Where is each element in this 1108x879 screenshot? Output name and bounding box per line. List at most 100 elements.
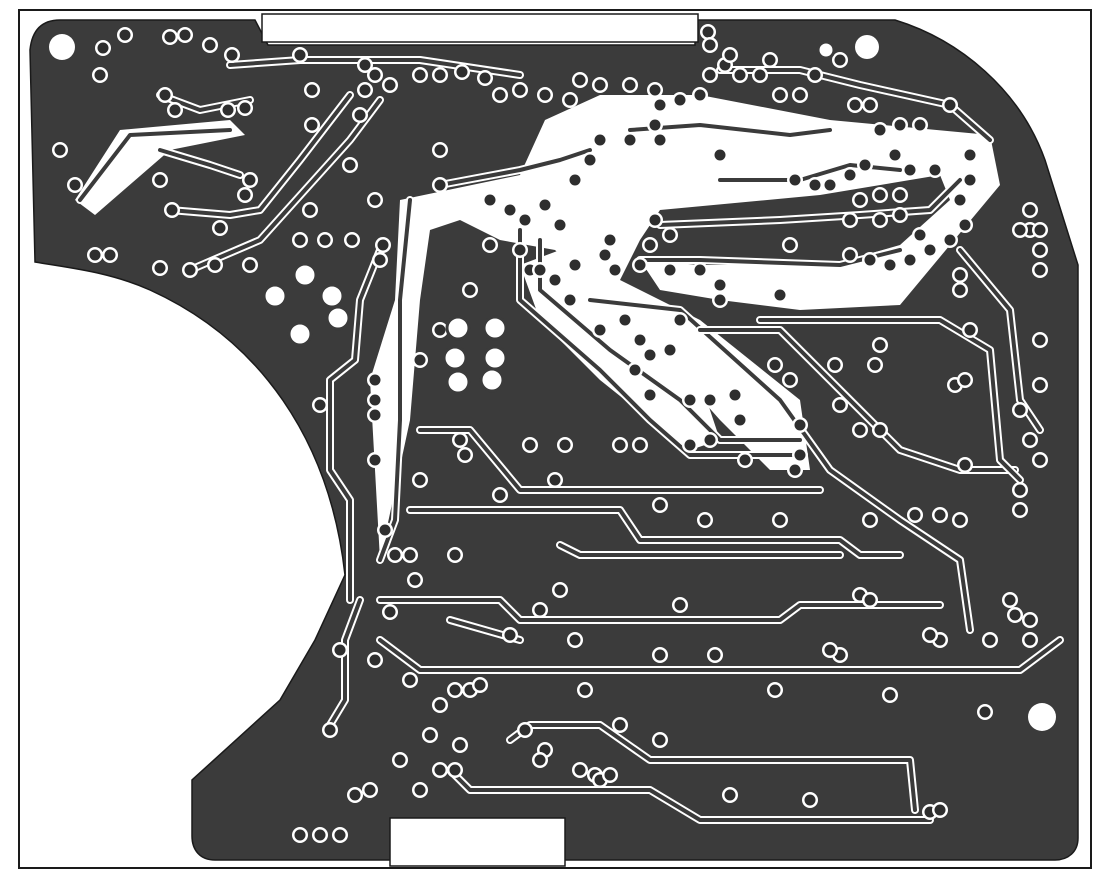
pad-icon (864, 254, 876, 266)
pad-icon (649, 214, 661, 226)
pad-icon (184, 264, 196, 276)
pad-icon (914, 229, 926, 241)
pad-icon (694, 89, 706, 101)
pad-icon (454, 739, 466, 751)
pad-icon (944, 99, 956, 111)
pad-icon (214, 222, 226, 234)
pad-icon (394, 754, 406, 766)
pad-icon (824, 179, 836, 191)
pad-icon (434, 764, 446, 776)
pad-icon (774, 514, 786, 526)
pad-icon (654, 499, 666, 511)
pad-icon (379, 524, 391, 536)
pad-icon (324, 724, 336, 736)
pad-icon (239, 102, 251, 114)
pad-icon (445, 315, 471, 341)
trace (408, 508, 902, 557)
pad-icon (369, 654, 381, 666)
pad-icon (964, 174, 976, 186)
pad-icon (154, 174, 166, 186)
trace-layer (76, 56, 1064, 824)
pad-icon (479, 72, 491, 84)
pad-icon (834, 399, 846, 411)
pad-icon (849, 99, 861, 111)
pad-icon (654, 649, 666, 661)
trace (448, 768, 932, 822)
pad-icon (354, 109, 366, 121)
pad-icon (704, 69, 716, 81)
pad-icon (514, 244, 526, 256)
pad-icon (1024, 634, 1036, 646)
pad-icon (179, 29, 191, 41)
pad-icon (844, 249, 856, 261)
pad-icon (954, 284, 966, 296)
pad-icon (226, 49, 238, 61)
pad-icon (559, 439, 571, 451)
pad-icon (294, 49, 306, 61)
pad-icon (377, 239, 389, 251)
pad-layer (52, 24, 1048, 843)
pad-icon (769, 684, 781, 696)
pad-icon (794, 449, 806, 461)
pad-icon (774, 289, 786, 301)
pad-icon (704, 39, 716, 51)
pad-icon (294, 234, 306, 246)
pad-icon (594, 79, 606, 91)
pad-icon (369, 69, 381, 81)
pad-icon (334, 829, 346, 841)
pad-icon (764, 54, 776, 66)
pad-icon (314, 829, 326, 841)
pad-icon (534, 604, 546, 616)
pad-icon (704, 394, 716, 406)
pad-icon (569, 634, 581, 646)
pad-icon (482, 345, 508, 371)
trace (958, 248, 1042, 432)
pad-icon (924, 629, 936, 641)
pad-icon (984, 634, 996, 646)
pad-icon (654, 99, 666, 111)
pad-icon (894, 189, 906, 201)
pad-icon (359, 84, 371, 96)
pad-icon (414, 474, 426, 486)
trace (558, 543, 842, 557)
pad-icon (1014, 484, 1026, 496)
pad-icon (729, 389, 741, 401)
pad-icon (449, 764, 461, 776)
pad-icon (1034, 264, 1046, 276)
trace (378, 598, 942, 622)
pad-icon (494, 89, 506, 101)
pad-icon (754, 69, 766, 81)
pad-icon (674, 94, 686, 106)
pad-icon (809, 179, 821, 191)
pad-icon (304, 204, 316, 216)
pad-icon (854, 424, 866, 436)
pad-icon (369, 454, 381, 466)
pad-icon (694, 264, 706, 276)
pad-icon (464, 284, 476, 296)
pad-icon (1034, 244, 1046, 256)
pad-icon (599, 249, 611, 261)
pad-icon (774, 89, 786, 101)
large-pad-cluster (262, 40, 836, 395)
pad-icon (369, 409, 381, 421)
pad-icon (579, 684, 591, 696)
pad-icon (724, 789, 736, 801)
pad-icon (959, 219, 971, 231)
pad-icon (409, 574, 421, 586)
pad-icon (456, 66, 468, 78)
figure-frame (18, 9, 1092, 869)
top-edge-cutout (261, 13, 699, 43)
pad-icon (624, 79, 636, 91)
pad-icon (574, 764, 586, 776)
pad-icon (306, 84, 318, 96)
pad-icon (404, 674, 416, 686)
pad-icon (684, 394, 696, 406)
trace (538, 238, 802, 442)
pad-icon (244, 174, 256, 186)
pad-icon (664, 229, 676, 241)
mounting-hole-icon (1028, 703, 1056, 731)
pad-icon (449, 684, 461, 696)
pad-icon (294, 829, 306, 841)
pad-icon (369, 374, 381, 386)
